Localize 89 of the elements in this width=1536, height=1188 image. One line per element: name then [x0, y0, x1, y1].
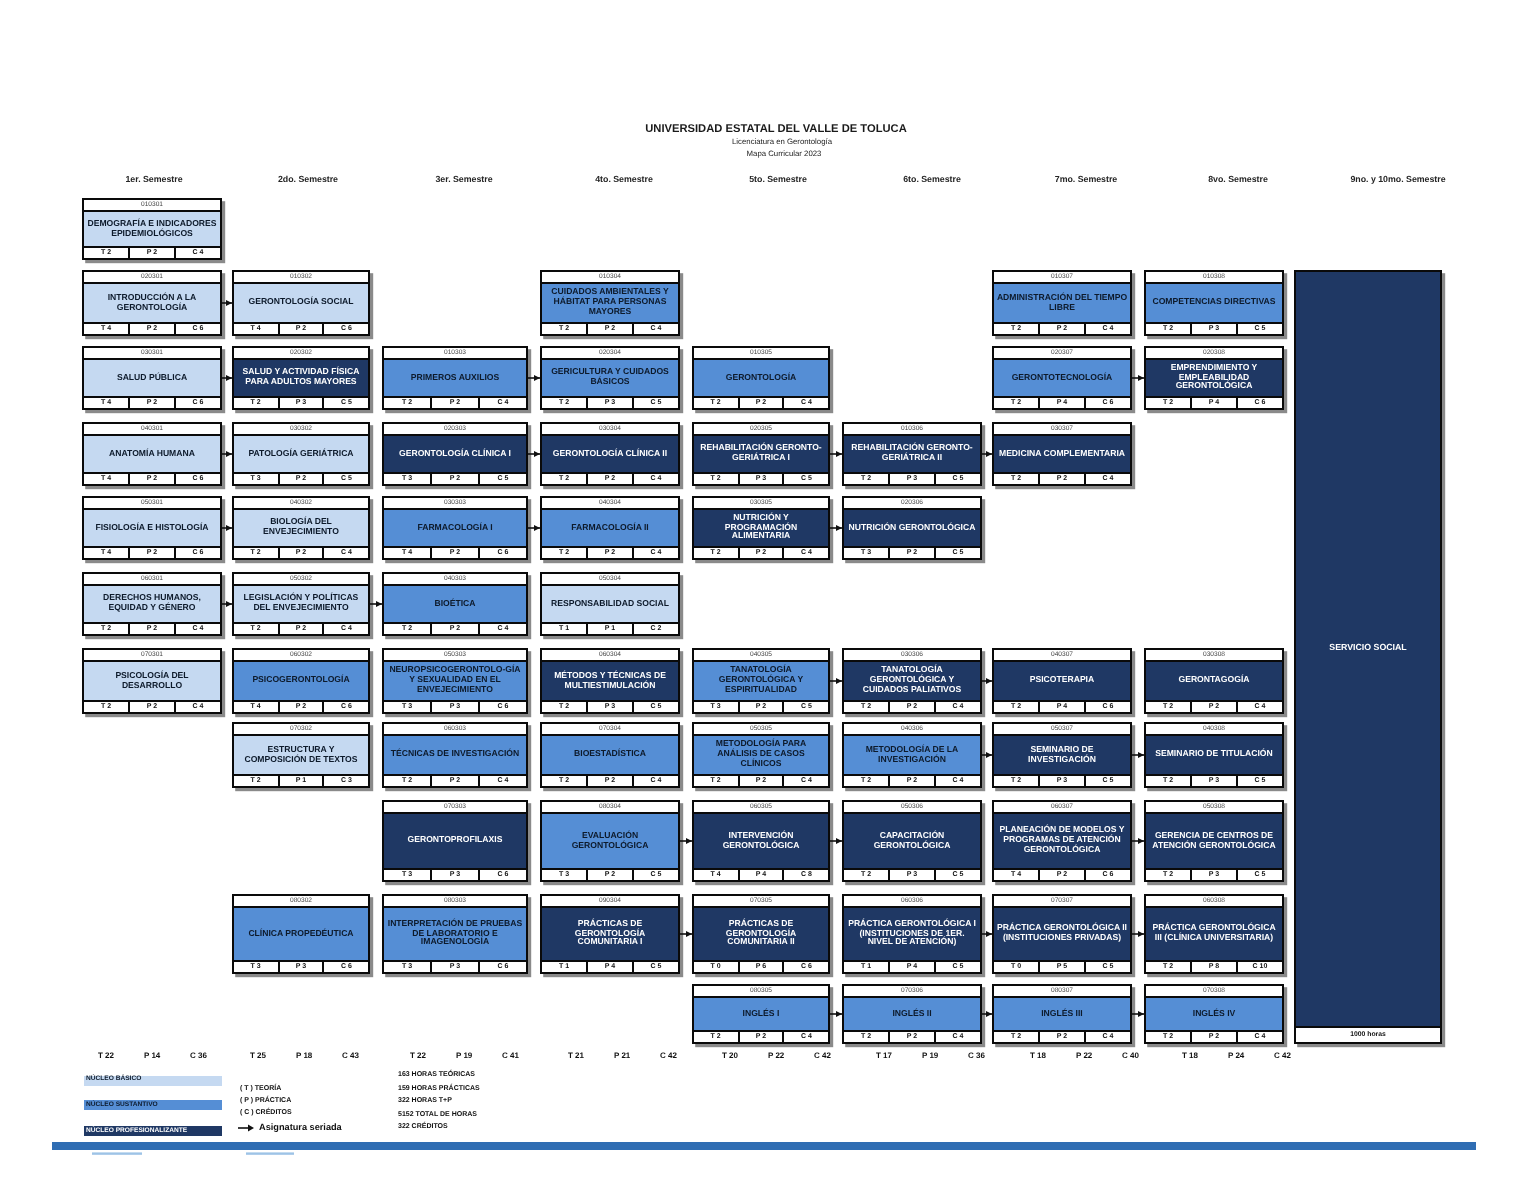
arrow: [981, 678, 993, 684]
arrow: [1131, 838, 1145, 844]
arrow: [981, 752, 993, 758]
arrow: [679, 931, 693, 937]
arrow: [1131, 375, 1145, 381]
arrow: [221, 451, 233, 457]
course-card: [382, 800, 528, 882]
course-card: [992, 984, 1132, 1044]
course-card: [992, 722, 1132, 788]
course-card: [232, 346, 370, 410]
course-card: [82, 270, 222, 336]
course-card: [232, 894, 370, 974]
course-card: [692, 722, 830, 788]
course-card: [992, 346, 1132, 410]
course-card: [540, 894, 680, 974]
course-card: [992, 270, 1132, 336]
course-card: [842, 984, 982, 1044]
course-card: [1144, 270, 1284, 336]
arrow: [369, 601, 383, 607]
course-card: [842, 496, 982, 560]
course-card: [1144, 984, 1284, 1044]
course-card: [842, 722, 982, 788]
course-card: [382, 648, 528, 714]
arrow: [527, 525, 541, 531]
course-card: [540, 800, 680, 882]
course-card: [82, 198, 222, 260]
course-card: [1144, 346, 1284, 410]
course-card: [842, 894, 982, 974]
course-card: [1144, 800, 1284, 882]
course-card: [232, 496, 370, 560]
course-card: [692, 894, 830, 974]
arrow: [981, 1011, 993, 1017]
course-card: [1144, 648, 1284, 714]
arrow: [829, 451, 843, 457]
arrow: [527, 451, 541, 457]
course-card: [992, 648, 1132, 714]
arrow: [829, 838, 843, 844]
course-card: [1144, 894, 1284, 974]
course-card: [82, 496, 222, 560]
course-card: [232, 648, 370, 714]
course-card: [382, 572, 528, 636]
course-card: [540, 270, 680, 336]
arrow: [829, 1011, 843, 1017]
arrow: [1131, 752, 1145, 758]
course-card: [992, 422, 1132, 486]
course-card: [692, 800, 830, 882]
arrow: [679, 838, 693, 844]
course-card: [842, 800, 982, 882]
arrow: [981, 451, 993, 457]
course-card: [692, 984, 830, 1044]
course-card: [540, 572, 680, 636]
course-card: [382, 346, 528, 410]
arrow: [527, 375, 541, 381]
course-card: [842, 422, 982, 486]
course-card: [382, 422, 528, 486]
course-card: [82, 572, 222, 636]
course-card: [842, 648, 982, 714]
course-card: [1144, 722, 1284, 788]
arrow: [221, 525, 233, 531]
arrow: [981, 931, 993, 937]
arrow: [1131, 931, 1145, 937]
course-card: [692, 648, 830, 714]
arrow: [221, 300, 233, 306]
course-card: [540, 346, 680, 410]
course-card: [82, 346, 222, 410]
course-card: [540, 648, 680, 714]
course-card: [82, 648, 222, 714]
arrow: [829, 678, 843, 684]
course-card: [540, 722, 680, 788]
arrow: [1131, 1011, 1145, 1017]
arrow: [221, 375, 233, 381]
course-card: [232, 572, 370, 636]
course-card: [692, 422, 830, 486]
course-card: [382, 722, 528, 788]
course-card: [382, 894, 528, 974]
course-card: [232, 422, 370, 486]
arrow: [221, 601, 233, 607]
service-panel: [1294, 270, 1442, 1044]
course-card: [992, 800, 1132, 882]
course-card: [540, 422, 680, 486]
course-card: [692, 346, 830, 410]
course-card: [382, 496, 528, 560]
course-card: [232, 270, 370, 336]
course-card: [540, 496, 680, 560]
course-card: [692, 496, 830, 560]
arrow: [829, 525, 843, 531]
course-card: [232, 722, 370, 788]
course-card: [82, 422, 222, 486]
course-card: [992, 894, 1132, 974]
